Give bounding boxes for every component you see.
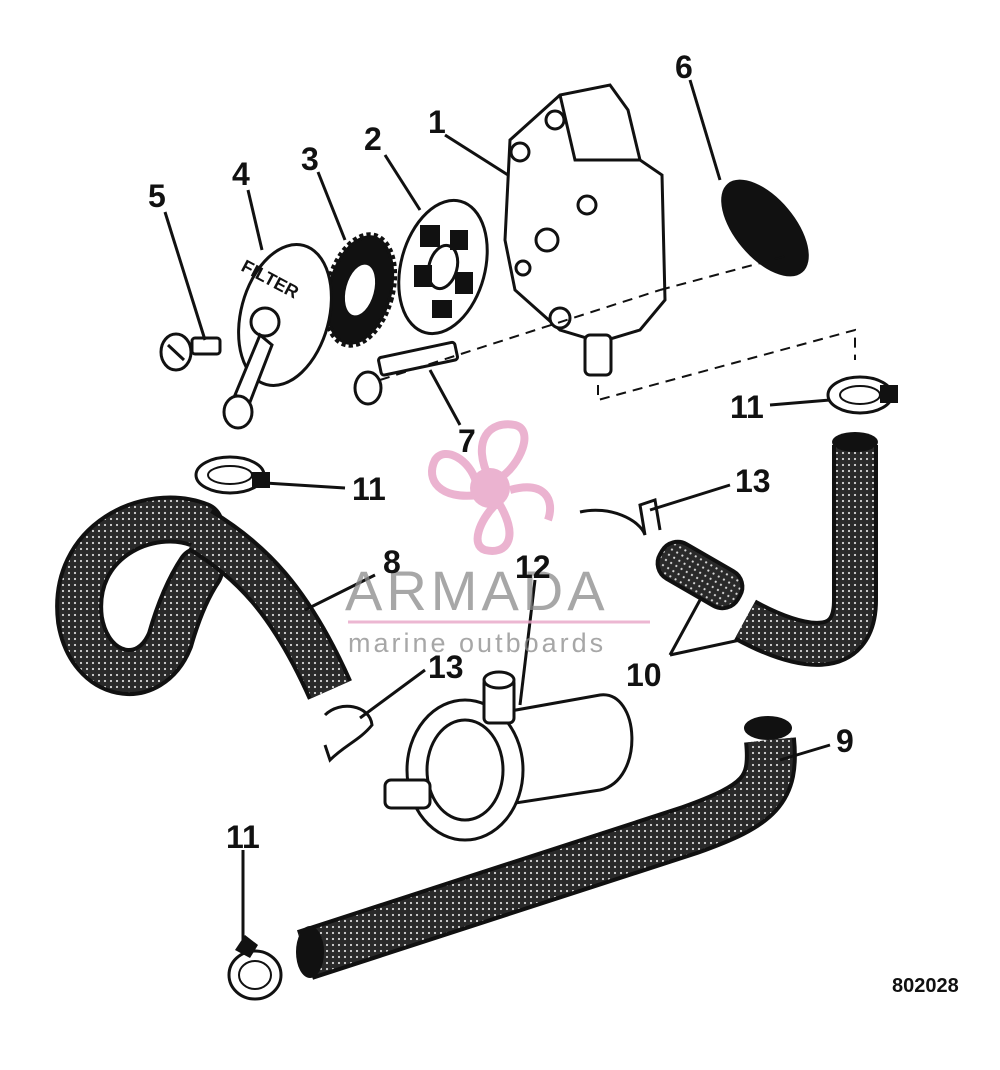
- leader-lines: [163, 79, 831, 940]
- callout-13-top: 13: [735, 463, 771, 499]
- short-hoses: [655, 539, 745, 611]
- callout-9: 9: [836, 723, 854, 759]
- hose-clamp-bottom: [227, 935, 283, 1001]
- callout-10: 10: [626, 657, 662, 693]
- armada-watermark: ARMADA marine outboards: [345, 420, 650, 658]
- filter-cover: FILTER: [222, 243, 333, 430]
- fuel-filter-canister: [383, 670, 634, 842]
- fuel-hose-8: [55, 495, 352, 700]
- callout-6: 6: [675, 49, 693, 85]
- fuel-hose-right: [733, 432, 878, 667]
- fuel-pump-body: [503, 83, 667, 377]
- alignment-lines: [379, 254, 856, 402]
- callout-13-mid: 13: [428, 649, 464, 685]
- cover-screw: [159, 332, 222, 372]
- hose-clip-mid: [323, 704, 374, 763]
- callout-11-top-right: 11: [730, 389, 764, 425]
- callout-8: 8: [383, 544, 401, 580]
- callout-3: 3: [301, 141, 319, 177]
- hose-clamp-left: [194, 455, 270, 495]
- callout-12: 12: [515, 549, 551, 585]
- callout-11-bottom: 11: [226, 819, 260, 855]
- hose-clamp-top-right: [826, 375, 898, 415]
- propeller-logo: [428, 420, 555, 555]
- filter-screen: [322, 232, 398, 348]
- watermark-title: ARMADA: [345, 559, 609, 622]
- figure-number: 802028: [892, 975, 959, 997]
- callout-7: 7: [458, 423, 476, 459]
- hose-clip-top: [579, 498, 662, 536]
- callout-1: 1: [428, 104, 446, 140]
- callout-4: 4: [232, 156, 250, 192]
- callout-2: 2: [364, 121, 382, 157]
- pump-gasket: [721, 179, 809, 277]
- callout-11-left: 11: [352, 471, 386, 507]
- watermark-subtitle: marine outboards: [348, 628, 606, 658]
- callout-5: 5: [148, 178, 166, 214]
- valve-plate: [397, 198, 489, 336]
- fuel-hose-9: [296, 716, 797, 980]
